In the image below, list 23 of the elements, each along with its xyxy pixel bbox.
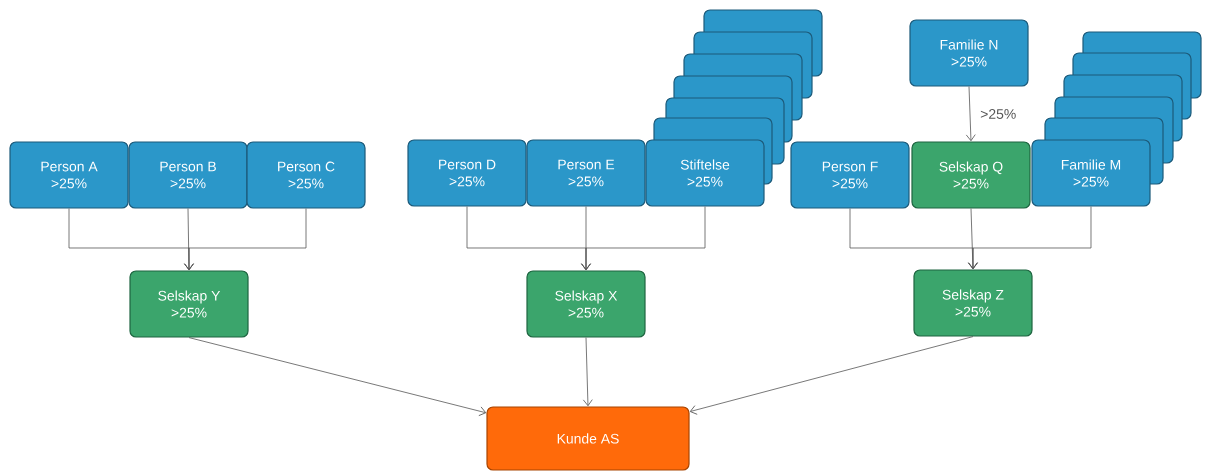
arrow xyxy=(188,337,487,416)
company-box: Selskap Q >25% xyxy=(911,141,1031,209)
arrow xyxy=(965,86,976,142)
arrow xyxy=(184,208,307,271)
owner-box: Person F >25% xyxy=(790,141,910,209)
company-box: Selskap Y >25% xyxy=(129,270,249,338)
arrow xyxy=(582,337,593,407)
arrow xyxy=(968,206,1092,270)
owner-box: Familie N >25% xyxy=(909,19,1029,87)
customer-box: Kunde AS xyxy=(486,406,690,471)
owner-box: Person E >25% xyxy=(526,139,646,207)
company-box: Selskap Z >25% xyxy=(913,269,1033,337)
owner-box: Person B >25% xyxy=(128,141,248,209)
owner-box: Stiftelse >25% xyxy=(645,139,765,207)
owner-box: Person C >25% xyxy=(246,141,366,209)
arrow xyxy=(689,336,974,415)
owner-box: Person D >25% xyxy=(407,139,527,207)
company-box: Selskap X >25% xyxy=(526,270,646,338)
owner-box: Person A >25% xyxy=(9,141,129,209)
arrow xyxy=(967,208,978,270)
edge-label: >25% xyxy=(979,108,1018,120)
arrow xyxy=(581,206,706,271)
owner-box: Familie M >25% xyxy=(1031,139,1151,207)
